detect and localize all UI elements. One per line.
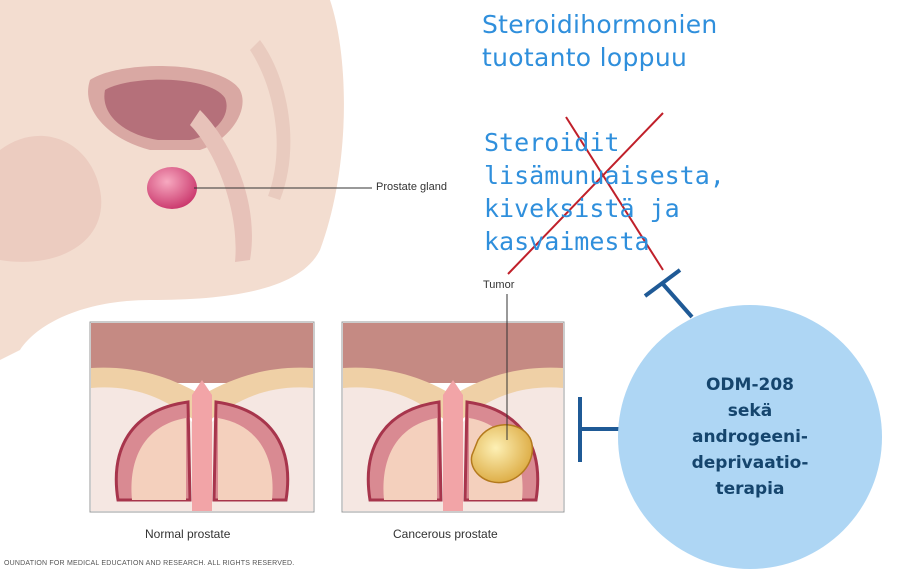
title-line-2: tuotanto loppuu: [482, 41, 812, 74]
title-line-1: Steroidihormonien: [482, 8, 812, 41]
prostate-gland-label: Prostate gland: [376, 181, 447, 193]
copyright-footer: OUNDATION FOR MEDICAL EDUCATION AND RESE…: [4, 560, 294, 567]
cancerous-prostate-panel: [342, 322, 564, 512]
treatment-line-1: ODM-208: [692, 372, 809, 398]
treatment-line-4: deprivaatio-: [692, 450, 809, 476]
treatment-text: ODM-208 sekä androgeeni- deprivaatio- te…: [692, 372, 809, 502]
inhibition-arrow-upper: [645, 270, 692, 317]
treatment-circle: ODM-208 sekä androgeeni- deprivaatio- te…: [618, 305, 882, 569]
steroid-line-4: kasvaimesta: [484, 225, 784, 258]
tumor-label: Tumor: [483, 279, 514, 291]
steroid-production-stops-text: Steroidihormonien tuotanto loppuu: [482, 8, 812, 74]
normal-prostate-caption: Normal prostate: [145, 527, 230, 541]
prostate-gland: [147, 167, 197, 209]
steroid-line-1: Steroidit: [484, 126, 784, 159]
steroid-line-3: kiveksistä ja: [484, 192, 784, 225]
normal-prostate-panel: [90, 322, 314, 512]
cancerous-prostate-caption: Cancerous prostate: [393, 527, 498, 541]
treatment-line-5: terapia: [692, 476, 809, 502]
steroid-line-2: lisämunuaisesta,: [484, 159, 784, 192]
treatment-line-2: sekä: [692, 398, 809, 424]
treatment-line-3: androgeeni-: [692, 424, 809, 450]
steroid-sources-text: Steroidit lisämunuaisesta, kiveksistä ja…: [484, 126, 784, 258]
